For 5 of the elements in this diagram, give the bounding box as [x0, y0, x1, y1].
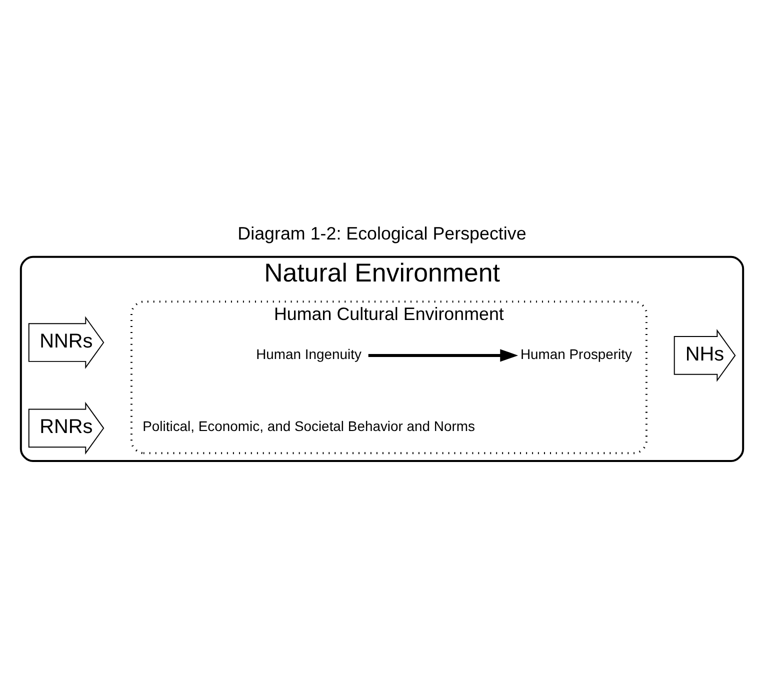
diagram-title: Diagram 1-2: Ecological Perspective: [238, 223, 526, 244]
node-text: Human Ingenuity: [256, 346, 362, 362]
node-text: Human Prosperity: [520, 346, 632, 362]
arrow: [368, 349, 518, 362]
node-text: Political, Economic, and Societal Behavior and Norms: [142, 418, 475, 434]
